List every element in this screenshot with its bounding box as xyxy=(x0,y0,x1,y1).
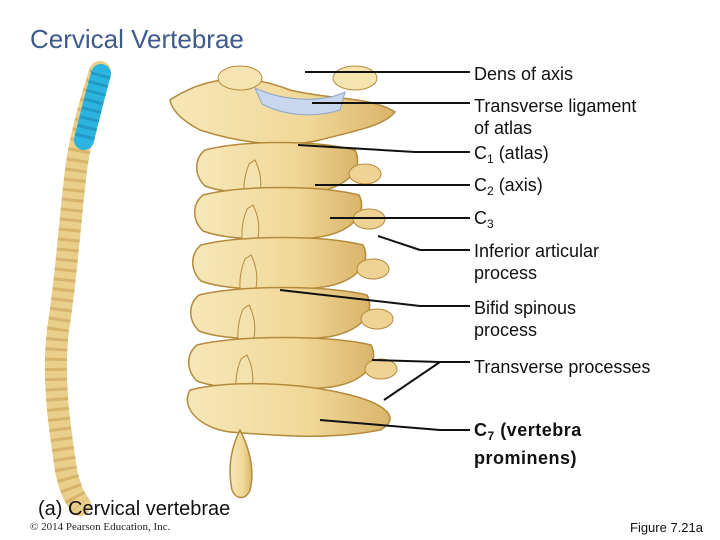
vertebra-body xyxy=(188,336,375,391)
spinal-column xyxy=(44,61,111,516)
vertebra-body xyxy=(192,236,367,291)
label-c1: C1 (atlas) xyxy=(474,143,549,166)
transverse-process xyxy=(364,358,398,380)
page-title: Cervical Vertebrae xyxy=(30,24,244,54)
figure-caption: (a) Cervical vertebrae xyxy=(38,498,231,520)
label-dens-of-axis: Dens of axis xyxy=(474,64,574,84)
leader-lines xyxy=(279,71,470,431)
transverse-process xyxy=(360,308,394,330)
vertebra-body xyxy=(194,186,363,241)
figure-number: Figure 7.21a xyxy=(630,520,703,535)
label-bifid-spinous-process: Bifid spinous process xyxy=(474,298,577,340)
vertebra-body xyxy=(190,286,371,341)
label-inferior-articular-process: Inferior articular process xyxy=(474,241,600,283)
cervical-region-highlight xyxy=(74,64,111,150)
label-c2: C2 (axis) xyxy=(474,175,543,198)
label-c3: C3 xyxy=(474,208,494,231)
label-transverse-processes: Transverse processes xyxy=(474,357,651,377)
copyright-notice: © 2014 Pearson Education, Inc. xyxy=(30,521,171,533)
vertebrae-stack xyxy=(169,65,398,499)
label-transverse-ligament: Transverse ligament of atlas xyxy=(474,96,637,138)
label-c7: C7 (vertebra prominens) xyxy=(474,420,582,468)
transverse-process xyxy=(348,163,382,185)
transverse-process xyxy=(356,258,390,280)
